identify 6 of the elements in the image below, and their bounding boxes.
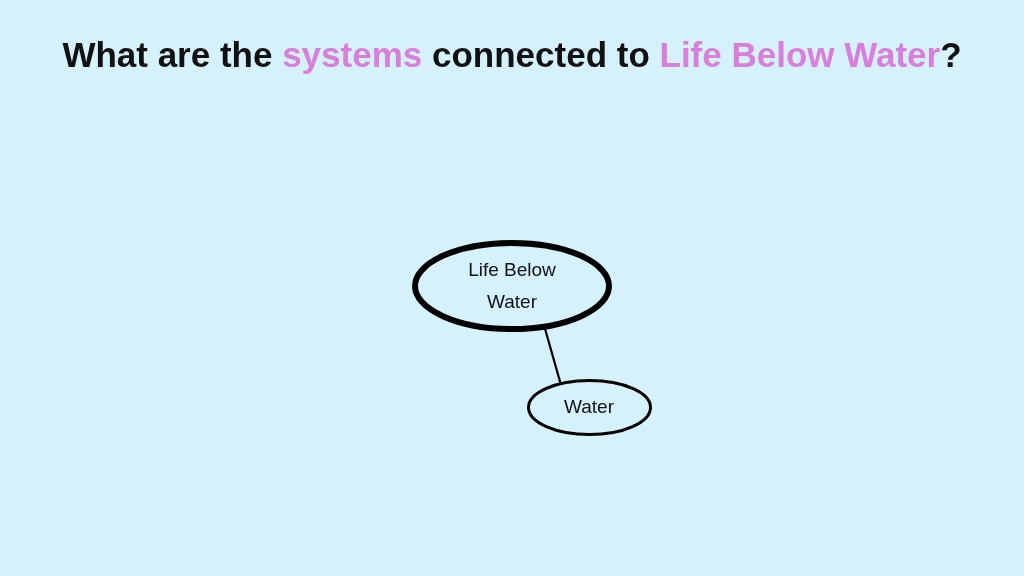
node-label: Life Below Water [467,258,557,314]
central-topic-oval [412,240,612,332]
node-label: Water [564,395,614,419]
topic-oval [526,378,652,436]
title: What are the systems connected to Life Below Water? [62,35,962,75]
connector-line [543,326,562,384]
